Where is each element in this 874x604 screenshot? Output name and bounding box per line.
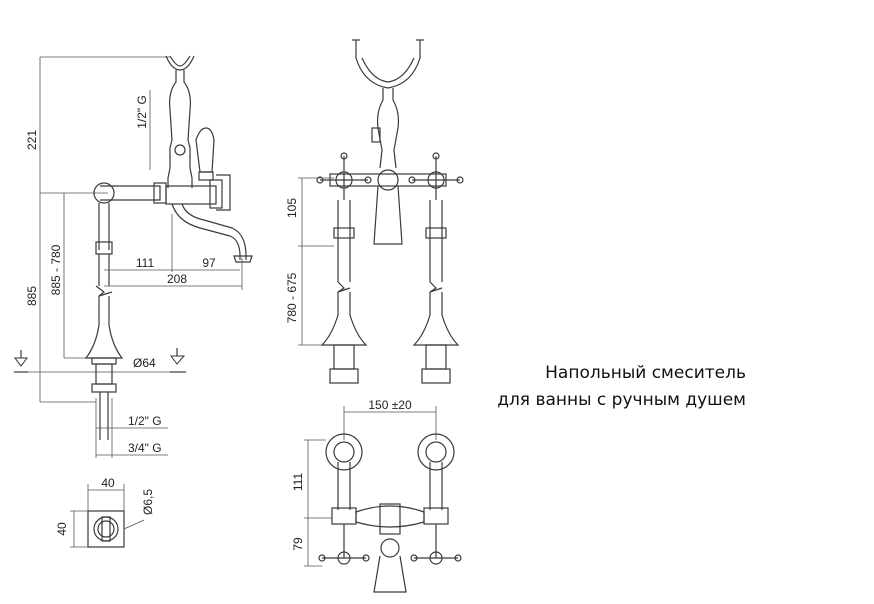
dim-208-label: 208 — [167, 272, 187, 286]
small-plan-view: 40 Ø6,5 40 — [55, 476, 155, 548]
dim-885-780-label: 885 - 780 — [49, 244, 63, 295]
left-top-cross-handle-icon — [318, 551, 370, 565]
dim-97-label: 97 — [202, 256, 216, 270]
dim-221-label: 221 — [25, 130, 39, 150]
left-cross-handle-icon — [316, 152, 372, 200]
dim-150-label: 150 ±20 — [368, 398, 412, 412]
side-view: 221 1/2" G 885 - 780 885 111 97 208 Ø64 … — [14, 55, 253, 458]
top-view: 150 ±20 111 79 — [291, 398, 462, 593]
front-view: 105 780 - 675 — [285, 39, 464, 384]
dim-d6-5-label: Ø6,5 — [141, 489, 155, 515]
dim-111-top-label: 111 — [291, 473, 305, 492]
dim-79-label: 79 — [291, 537, 305, 551]
dim-885-label: 885 — [25, 286, 39, 306]
dim-three-quarter-g-label: 3/4" G — [128, 441, 162, 455]
dim-780-675-label: 780 - 675 — [285, 272, 299, 323]
caption-line-1: Напольный смеситель — [545, 363, 746, 383]
dim-40-top-label: 40 — [101, 476, 115, 490]
floor-marker-left — [14, 350, 28, 373]
dim-half-g-bottom-label: 1/2" G — [128, 414, 162, 428]
dim-half-g-top-label: 1/2" G — [135, 95, 149, 129]
dim-40-side-label: 40 — [55, 522, 69, 536]
right-top-cross-handle-icon — [410, 551, 462, 565]
dim-d64-label: Ø64 — [133, 356, 156, 370]
dim-105-label: 105 — [285, 198, 299, 218]
floor-marker-right — [170, 348, 186, 373]
caption-line-2: для ванны с ручным душем — [497, 390, 746, 410]
dim-111-label: 111 — [136, 256, 155, 270]
right-cross-handle-icon — [408, 152, 464, 200]
